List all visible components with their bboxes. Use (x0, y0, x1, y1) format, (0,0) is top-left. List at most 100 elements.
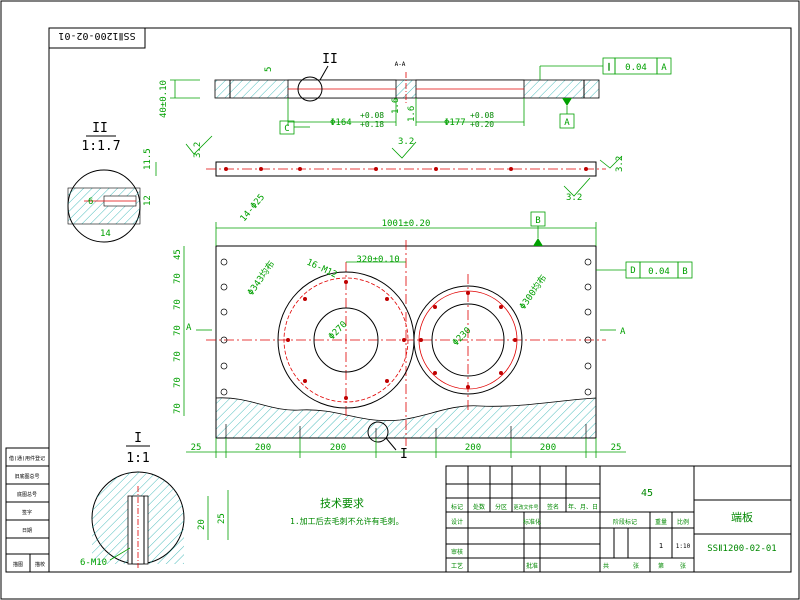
lbl-sheet-2: 张 (680, 562, 686, 570)
lbl-process: 工艺 (451, 562, 463, 570)
left-side-stamp: 借(通)用件登记 旧底图总号 底图总号 签字 日期 描图 描校 (5, 447, 50, 573)
parallel-ref: A (661, 63, 667, 73)
lbl-stage: 阶段标记 (613, 518, 637, 526)
hdr-count: 处数 (473, 503, 485, 511)
stamp-row-6: 描图 (13, 561, 23, 568)
part-name: 端板 (731, 510, 753, 524)
lbl-design: 设计 (451, 518, 463, 526)
dim-overall-width: 1001±0.20 (382, 219, 431, 229)
side-dim-height: 11.5 (143, 148, 153, 170)
lbl-total: 共 (603, 562, 609, 570)
rough-top: 3.2 (398, 137, 414, 147)
detail-i-dim-a: 20 (197, 519, 207, 530)
edge-holes (220, 258, 592, 396)
right-bore-label: Φ230 (451, 326, 473, 348)
drawing-number: SSⅡ1200-02-01 (707, 544, 776, 554)
hdr-sign: 签名 (547, 503, 559, 511)
title-block: 标记 处数 分区 更改文件号 签名 年、月、日 设计 标准化 审核 工艺 批准 … (445, 465, 792, 573)
stamp-row-3: 底图总号 (17, 491, 37, 498)
hdr-date: 年、月、日 (568, 503, 598, 511)
stamp-row-2: 旧底图总号 (14, 473, 39, 480)
rough-right: 3.2 (615, 156, 625, 172)
left-dim-5: 70 (173, 351, 183, 362)
detail-ii-callout-circle (297, 76, 323, 102)
left-dim-7: 70 (173, 403, 183, 414)
notes-line-1: 1.加工后去毛刺不允许有毛刺。 (290, 516, 404, 526)
lbl-weight: 重量 (655, 518, 667, 526)
bottom-dim-1: 25 (191, 443, 202, 453)
bottom-dim-5: 200 (540, 443, 556, 453)
perp-symbol: D (630, 266, 635, 276)
detail-i-scale: 1:1 (126, 451, 149, 466)
dim-left-bore: Φ164 (330, 118, 352, 128)
hdr-change: 更改文件号 (513, 504, 538, 511)
datum-c: C (284, 124, 289, 134)
detail-i-view: I 1:1 20 25 6-M10 (80, 431, 229, 568)
right-bolt-holes (419, 291, 517, 389)
hdr-zone: 分区 (495, 503, 507, 511)
detail-ii-scale: 1:1.7 (81, 139, 120, 154)
section-a-right: A (620, 327, 626, 337)
stamp-row-1: 借(通)用件登记 (9, 455, 45, 462)
detail-ii-dim-v: 12 (143, 195, 153, 206)
rough-bottom: 3.2 (566, 193, 582, 203)
technical-notes: 技术要求 1.加工后去毛刺不允许有毛刺。 (290, 497, 404, 526)
bottom-threaded-holes (225, 424, 587, 438)
lbl-check: 审核 (451, 548, 463, 556)
top-section-view: A-A II 40±0.10 5 Φ164 +0.08 +0.18 Φ177 +… (159, 52, 672, 135)
left-dim-6: 70 (173, 377, 183, 388)
dim-center-distance: 320±0.10 (356, 255, 399, 265)
side-view: 3.2 3.2 3.2 3.2 11.5 (143, 135, 625, 203)
sheets-value: 1 (659, 542, 663, 550)
dim-step-2: 1.6 (407, 106, 417, 122)
detail-i-label: I (134, 431, 142, 446)
tol-left-upper: +0.08 (360, 111, 384, 120)
dim-thickness: 40±0.10 (159, 80, 169, 118)
tol-left-lower: +0.18 (360, 120, 384, 129)
detail-ii-dim-h: 14 (100, 229, 111, 239)
lbl-no: 第 (658, 562, 664, 570)
right-bolt-circle-label: Φ300均布 (517, 272, 550, 311)
detail-ii-dim-s: 6 (88, 197, 93, 207)
dim-small-top: 5 (264, 67, 274, 72)
left-dim-1: 45 (173, 249, 183, 260)
broken-section (215, 397, 597, 439)
section-a-left: A (186, 323, 192, 333)
detail-ii-callout: II (322, 52, 338, 67)
bottom-dim-3: 200 (330, 443, 346, 453)
bottom-dim-2: 200 (255, 443, 271, 453)
side-view-holes (224, 167, 588, 171)
dim-step-1: 1.6 (391, 98, 401, 114)
dim-right-bore: Φ177 (444, 118, 466, 128)
detail-ii-view: II 1:1.7 6 12 14 (67, 121, 153, 243)
parallel-symbol: ∥ (607, 62, 611, 71)
datum-b: B (535, 216, 540, 226)
material: 45 (641, 488, 653, 499)
detail-ii-label: II (92, 121, 108, 136)
rotated-number-box: SSⅡ1200-02-01 SSⅡ1200-02-01 (48, 27, 146, 49)
stamp-row-7: 描校 (35, 561, 45, 568)
perp-ref: B (682, 267, 687, 277)
inner-border (48, 27, 792, 573)
corner-holes-label: 14-Φ25 (239, 193, 268, 224)
left-bolt-holes (286, 280, 406, 400)
detail-i-callout: I (400, 447, 408, 462)
lbl-std: 标准化 (523, 518, 541, 526)
left-dim-2: 70 (173, 273, 183, 284)
perp-tol: 0.04 (648, 267, 670, 277)
scale-value: 1:10 (676, 543, 691, 550)
tol-right-upper: +0.08 (470, 111, 494, 120)
hdr-mark: 标记 (451, 503, 463, 511)
parallel-tol: 0.04 (625, 63, 647, 73)
tol-right-lower: +0.20 (470, 120, 494, 129)
stamp-row-5: 日期 (22, 528, 32, 534)
notes-title: 技术要求 (320, 497, 364, 510)
detail-i-thread: 6-M10 (80, 558, 107, 568)
front-view: I 1001±0.20 B 320±0.10 16-M12 Φ343均布 Φ27… (173, 193, 693, 462)
rotated-drawing-number-visible: SSⅡ1200-02-01 (58, 30, 135, 41)
bottom-dim-4: 200 (465, 443, 481, 453)
detail-i-dim-b: 25 (217, 513, 227, 524)
detail-i-callout-circle (367, 421, 389, 443)
